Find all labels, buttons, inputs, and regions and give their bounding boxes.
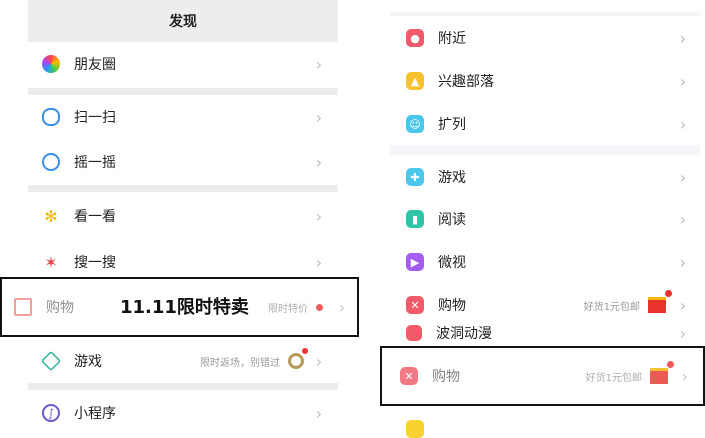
highlight-shopping-qq[interactable]: ✕ 购物 好货1元包邮 › <box>380 346 705 406</box>
shopping-icon: ✕ <box>406 296 424 314</box>
scan-icon <box>42 108 60 126</box>
page-title: 发现 <box>169 14 197 30</box>
weishi-icon: ▶ <box>406 253 424 271</box>
menu-item-expand[interactable]: ☺扩列› <box>406 104 690 144</box>
tribe-icon: ▲ <box>406 72 424 90</box>
game-badge-icon <box>288 348 308 369</box>
chevron-right-icon: › <box>679 295 687 315</box>
menu-item-shopping[interactable]: ✕ 购物 好货1元包邮 › <box>400 356 692 396</box>
chevron-right-icon: › <box>315 54 323 74</box>
menu-item-shake[interactable]: 摇一摇› <box>42 142 326 182</box>
menu-item-games[interactable]: ✚游戏› <box>406 157 690 197</box>
chevron-right-icon: › <box>679 167 687 187</box>
chevron-right-icon: › <box>315 152 323 172</box>
top-stories-icon: ✻ <box>44 206 58 226</box>
mini-program-icon: ∫ <box>42 404 60 422</box>
shopping-icon: ✕ <box>400 367 418 385</box>
chevron-right-icon: › <box>679 114 687 134</box>
chevron-right-icon: › <box>679 209 687 229</box>
location-icon: ● <box>406 29 424 47</box>
highlight-shopping-wechat[interactable]: 购物 限时特价 › 11.11限时特卖 <box>0 277 359 337</box>
book-icon: ▮ <box>406 210 424 228</box>
shopping-bag-icon <box>14 298 32 316</box>
menu-item-mini-programs[interactable]: ∫ 小程序› <box>42 393 326 433</box>
chevron-right-icon: › <box>679 71 687 91</box>
divider <box>28 185 338 192</box>
promo-overlay-text: 11.11限时特卖 <box>120 293 249 319</box>
notification-dot <box>316 303 323 311</box>
wechat-discover-panel: 发现 朋友圈› 扫一扫› 摇一摇› ✻ 看一看› ✶ 搜一搜› 游戏 限时返场，… <box>28 0 338 429</box>
shake-icon <box>42 153 60 171</box>
partial-icon <box>406 420 424 438</box>
divider <box>390 12 700 16</box>
divider <box>28 88 338 95</box>
menu-item-top-stories[interactable]: ✻ 看一看› <box>42 196 326 236</box>
menu-item-scan[interactable]: 扫一扫› <box>42 97 326 137</box>
menu-item-comics[interactable]: 波洞动漫› <box>406 321 690 345</box>
menu-item-moments[interactable]: 朋友圈› <box>42 44 326 84</box>
chevron-right-icon: › <box>681 366 689 386</box>
menu-item-games[interactable]: 游戏 限时返场，别错过 › <box>40 341 326 381</box>
menu-item-search[interactable]: ✶ 搜一搜› <box>42 242 326 282</box>
menu-item-weishi[interactable]: ▶微视› <box>406 242 690 282</box>
menu-item-shopping[interactable]: ✕购物好货1元包邮› <box>406 285 690 325</box>
chevron-right-icon: › <box>315 351 323 371</box>
chevron-right-icon: › <box>338 297 346 317</box>
chevron-right-icon: › <box>315 403 323 423</box>
gift-icon <box>648 290 672 313</box>
chevron-right-icon: › <box>679 323 687 343</box>
expand-icon: ☺ <box>406 115 424 133</box>
chevron-right-icon: › <box>679 252 687 272</box>
chevron-right-icon: › <box>315 206 323 226</box>
header: 发现 <box>28 0 338 42</box>
divider <box>390 145 700 155</box>
chevron-right-icon: › <box>679 28 687 48</box>
menu-item-shopping[interactable]: 购物 限时特价 › <box>14 287 349 327</box>
comic-icon <box>406 325 422 341</box>
divider <box>28 383 338 390</box>
menu-item-nearby[interactable]: ●附近› <box>406 18 690 58</box>
chevron-right-icon: › <box>315 107 323 127</box>
game-icon <box>40 350 62 372</box>
game-icon: ✚ <box>406 168 424 186</box>
moments-icon <box>42 55 60 73</box>
menu-item-tribe[interactable]: ▲兴趣部落› <box>406 61 690 101</box>
gift-icon <box>650 361 674 384</box>
search-icon: ✶ <box>44 252 58 272</box>
menu-item-reading[interactable]: ▮阅读› <box>406 199 690 239</box>
chevron-right-icon: › <box>315 252 323 272</box>
